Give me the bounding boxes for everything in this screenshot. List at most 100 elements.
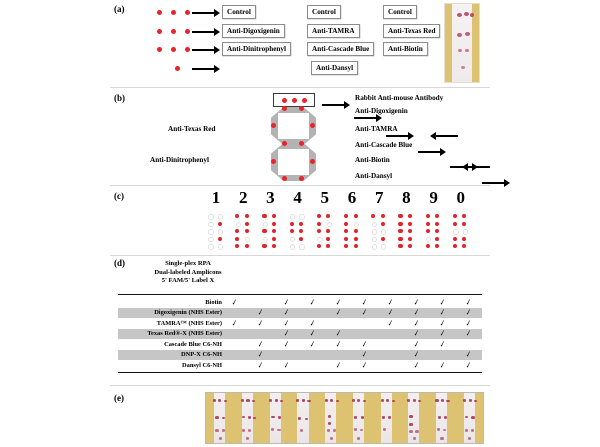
- spot-positive: [398, 236, 403, 241]
- spot-negative: [208, 221, 214, 228]
- label-box-anti-dinitrophenyl: Anti-Dinitrophenyl: [222, 42, 291, 56]
- table-cell: ✓: [378, 296, 404, 308]
- strip-spot: [380, 399, 384, 402]
- table-cell: [378, 339, 404, 350]
- strip-spot: [388, 416, 392, 419]
- strip-spot: [301, 399, 306, 402]
- spot-positive: [452, 221, 457, 226]
- spot-negative: [245, 236, 251, 243]
- label-box-anti-digoxigenin: Anti-Digoxigenin: [222, 24, 285, 38]
- table-row: Dansyl C6-NH✓✓✓✓✓✓✓: [118, 359, 482, 371]
- strip-spot: [391, 399, 395, 403]
- panel-d-header-line-1: Single-plex RPA: [165, 260, 211, 267]
- spot-negative: [289, 214, 296, 220]
- panel-d-table: Biotin✓✓✓✓✓✓✓✓✓Digoxigenin (NHS Ester)✓✓…: [118, 296, 482, 371]
- check-icon: ✓: [309, 296, 317, 308]
- table-cell: [222, 349, 248, 360]
- table-row-label: Cascade Blue C6-NH: [118, 339, 222, 350]
- spot-positive: [217, 221, 222, 226]
- spot-positive: [452, 236, 457, 241]
- table-cell: [248, 328, 274, 339]
- strip-spot: [251, 399, 256, 403]
- spot-negative: [217, 229, 224, 235]
- table-cell: ✓: [274, 317, 300, 329]
- strip-spot: [246, 399, 250, 402]
- panel-a-dot-row-4: [175, 66, 180, 71]
- strip-spot: [412, 399, 416, 402]
- spot-negative: [262, 236, 269, 243]
- table-cell: [222, 360, 248, 371]
- panel-d: (d) Single-plex RPA Dual-labeled Amplico…: [0, 256, 600, 386]
- spot-negative: [299, 244, 305, 250]
- table-cell: ✓: [456, 349, 482, 360]
- check-icon: ✓: [413, 306, 421, 318]
- panel-divider: [110, 255, 490, 256]
- spot-positive: [462, 221, 467, 226]
- check-icon: ✓: [257, 348, 265, 360]
- table-row-label: TAMRA™ (NHS Ester): [118, 318, 222, 329]
- spot-positive: [244, 244, 249, 249]
- panel-c-display-0: [452, 214, 469, 250]
- strip-spot: [471, 416, 475, 419]
- strip-spot: [327, 415, 332, 418]
- check-icon: ✓: [283, 306, 291, 318]
- spot-positive: [271, 244, 277, 249]
- strip-spot: [304, 417, 308, 421]
- check-icon: ✓: [387, 306, 395, 318]
- test-strip: [233, 393, 262, 443]
- strip-spot: [213, 399, 217, 402]
- spot-negative: [381, 229, 387, 235]
- strip-spot: [223, 399, 227, 403]
- table-row: Cascade Blue C6-NH✓✓✓✓✓✓✓: [118, 338, 482, 350]
- spot: [171, 47, 176, 52]
- check-icon: ✓: [413, 296, 421, 308]
- strip-spot: [242, 429, 246, 432]
- test-strip: [372, 393, 400, 443]
- arrow-right-icon: [418, 148, 446, 156]
- spot-positive: [262, 244, 267, 249]
- panel-c-digit-1: 1: [211, 188, 221, 207]
- table-cell: ✓: [248, 359, 274, 371]
- table-cell: ✓: [456, 296, 482, 308]
- strip-spot: [383, 428, 387, 431]
- strip-spot: [300, 429, 304, 432]
- strip-spot: [362, 399, 366, 403]
- panel-b-control-line-box: [273, 93, 315, 107]
- label-box-anti-texas-red: Anti-Texas Red: [383, 24, 441, 38]
- spot-negative: [371, 236, 377, 243]
- check-icon: ✓: [335, 327, 343, 339]
- strip-spot: [335, 399, 339, 403]
- spot: [185, 29, 190, 34]
- strip-spot: [437, 416, 441, 419]
- spot-negative: [326, 221, 333, 228]
- table-cell: ✓: [404, 338, 430, 350]
- spot-positive: [435, 236, 440, 241]
- spot-negative: [289, 236, 296, 243]
- strip-spot: [297, 417, 302, 420]
- table-cell: ✓: [248, 307, 274, 318]
- spot-positive: [316, 229, 321, 234]
- strip-spot: [381, 416, 385, 419]
- panel-divider: [110, 87, 490, 88]
- check-icon: ✓: [309, 317, 317, 329]
- check-icon: ✓: [283, 317, 291, 329]
- table-cell: ✓: [430, 338, 456, 350]
- strip-spot: [409, 430, 413, 433]
- table-cell: ✓: [404, 296, 430, 308]
- panel-c-digit-3: 3: [266, 188, 275, 207]
- arrow-right-icon: [192, 46, 220, 54]
- spot-positive: [271, 236, 277, 241]
- strip-spot: [327, 422, 332, 425]
- test-strip: [261, 393, 290, 443]
- strip-spot: [437, 428, 441, 431]
- strip-spot: [386, 399, 390, 402]
- strip-spot: [332, 429, 337, 432]
- strip-spot: [245, 437, 250, 440]
- table-cell: [222, 307, 248, 318]
- arrow-right-icon: [192, 9, 220, 17]
- check-icon: ✓: [439, 327, 447, 339]
- label-box-anti-dansyl: Anti-Dansyl: [311, 61, 359, 75]
- spot-positive: [435, 229, 440, 234]
- spot-negative: [217, 214, 224, 220]
